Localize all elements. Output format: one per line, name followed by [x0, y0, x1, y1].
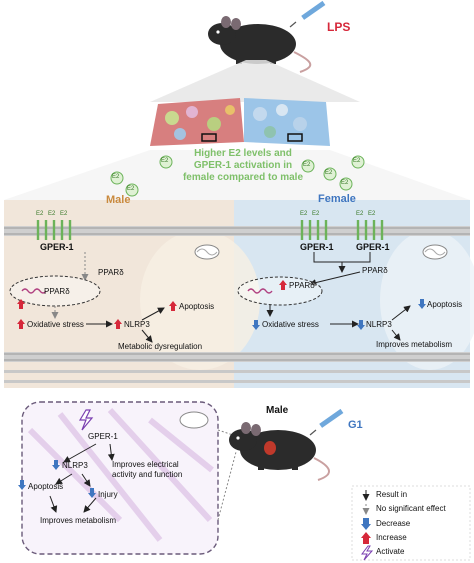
legend-box	[351, 485, 471, 561]
membrane-top	[4, 226, 470, 236]
e2-label: E2	[300, 211, 308, 217]
female-panel-title: Female	[318, 193, 356, 205]
male-gper1-label: GPER-1	[40, 242, 74, 252]
e2-label: E2	[60, 211, 68, 217]
legend-decrease-label: Decrease	[376, 519, 411, 528]
mitochondria-bottom-icon	[179, 411, 209, 429]
mouse-bottom-icon	[229, 422, 330, 481]
gper1-receptor-male-icon	[36, 220, 72, 240]
dna-icon-female	[247, 288, 273, 294]
g1-label: G1	[348, 419, 363, 431]
increase-arrows	[17, 280, 287, 329]
male-oxidative-stress: Oxidative stress	[27, 320, 84, 329]
female-nlrp3: NLRP3	[366, 320, 392, 329]
e2-label: E2	[325, 170, 333, 176]
female-outcome: Improves metabolism	[376, 340, 453, 349]
activate-bolt-icon	[78, 409, 94, 431]
female-gper1-a-label: GPER-1	[300, 242, 334, 252]
e2-label: E2	[36, 211, 44, 217]
female-oxidative-stress: Oxidative stress	[262, 320, 319, 329]
e2-label: E2	[112, 174, 120, 180]
male-panel-title: Male	[106, 194, 131, 206]
female-gper1-b-label: GPER-1	[356, 242, 390, 252]
bottom-electrical-line-2: activity and function	[112, 470, 183, 479]
dna-icon-male	[21, 288, 47, 294]
bottom-mouse-label: Male	[266, 405, 289, 416]
summary-line-2: GPER-1 activation in	[193, 160, 293, 171]
zoom-cone	[150, 60, 360, 102]
female-ppar-outside: PPARδ	[362, 266, 388, 275]
e2-label: E2	[341, 180, 349, 186]
e2-label: E2	[161, 158, 169, 164]
legend-decrease-arrow	[361, 518, 371, 530]
legend-activate-bolt	[361, 545, 374, 561]
e2-label: E2	[368, 211, 376, 217]
e2-label: E2	[303, 162, 311, 168]
mitochondria-icon	[194, 244, 448, 260]
e2-label: E2	[127, 186, 135, 192]
syringe-bottom-icon	[309, 408, 344, 436]
membrane-bottom	[4, 352, 470, 383]
gper1-receptor-female-icon	[300, 220, 384, 240]
e2-bubbles	[110, 155, 365, 197]
mouse-top-icon	[208, 16, 312, 73]
male-apoptosis: Apoptosis	[179, 302, 215, 311]
male-nlrp3: NLRP3	[124, 320, 150, 329]
syringe-icon	[289, 0, 326, 28]
bottom-apoptosis: Apoptosis	[28, 482, 64, 491]
e2-label: E2	[353, 158, 361, 164]
legend-increase-label: Increase	[376, 533, 407, 542]
bottom-gper1: GPER-1	[88, 432, 118, 441]
bottom-electrical-line-1: Improves electrical	[112, 460, 179, 469]
bottom-outcome: Improves metabolism	[40, 516, 117, 525]
legend-activate-label: Activate	[376, 547, 405, 556]
female-ppar-inside: PPARδ	[289, 281, 315, 290]
bottom-injury: Injury	[98, 490, 118, 499]
bottom-nlrp3: NLRP3	[62, 461, 88, 470]
e2-label: E2	[48, 211, 56, 217]
legend-no-effect-label: No significant effect	[376, 504, 446, 513]
e2-label: E2	[356, 211, 364, 217]
tissue-male-icon	[150, 98, 244, 146]
summary-line-3: female compared to male	[182, 172, 304, 183]
decrease-arrows	[18, 299, 426, 498]
male-ppar-outside: PPARδ	[98, 268, 124, 277]
female-apoptosis: Apoptosis	[427, 300, 463, 309]
nucleus-female	[237, 276, 323, 306]
muscle-fibers	[27, 407, 214, 542]
male-ppar-inside: PPARδ	[44, 287, 70, 296]
tissue-female-icon	[244, 98, 330, 146]
bottom-tissue-panel	[21, 401, 219, 555]
arrow-female-gper-merge	[313, 252, 371, 272]
summary-line-1: Higher E2 levels and	[194, 148, 292, 159]
e2-label: E2	[312, 211, 320, 217]
male-outcome: Metabolic dysregulation	[118, 342, 203, 351]
legend-result-label: Result in	[376, 490, 408, 499]
legend-increase-arrow	[361, 532, 371, 544]
lps-label: LPS	[327, 20, 351, 34]
